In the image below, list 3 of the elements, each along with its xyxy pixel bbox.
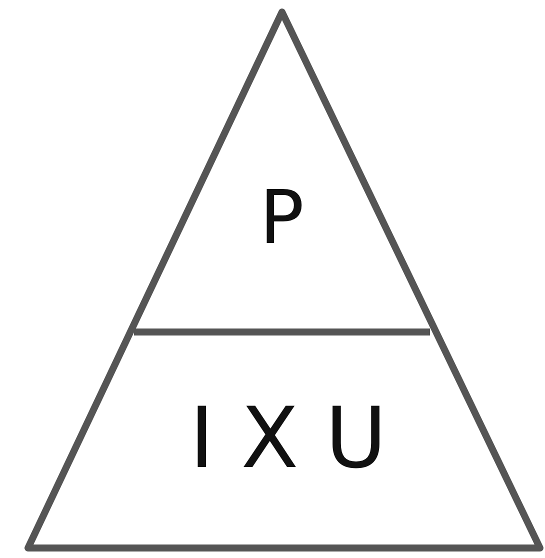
formula-triangle xyxy=(24,8,544,554)
formula-denominator: I X U xyxy=(190,396,387,480)
formula-numerator: P xyxy=(260,181,304,255)
